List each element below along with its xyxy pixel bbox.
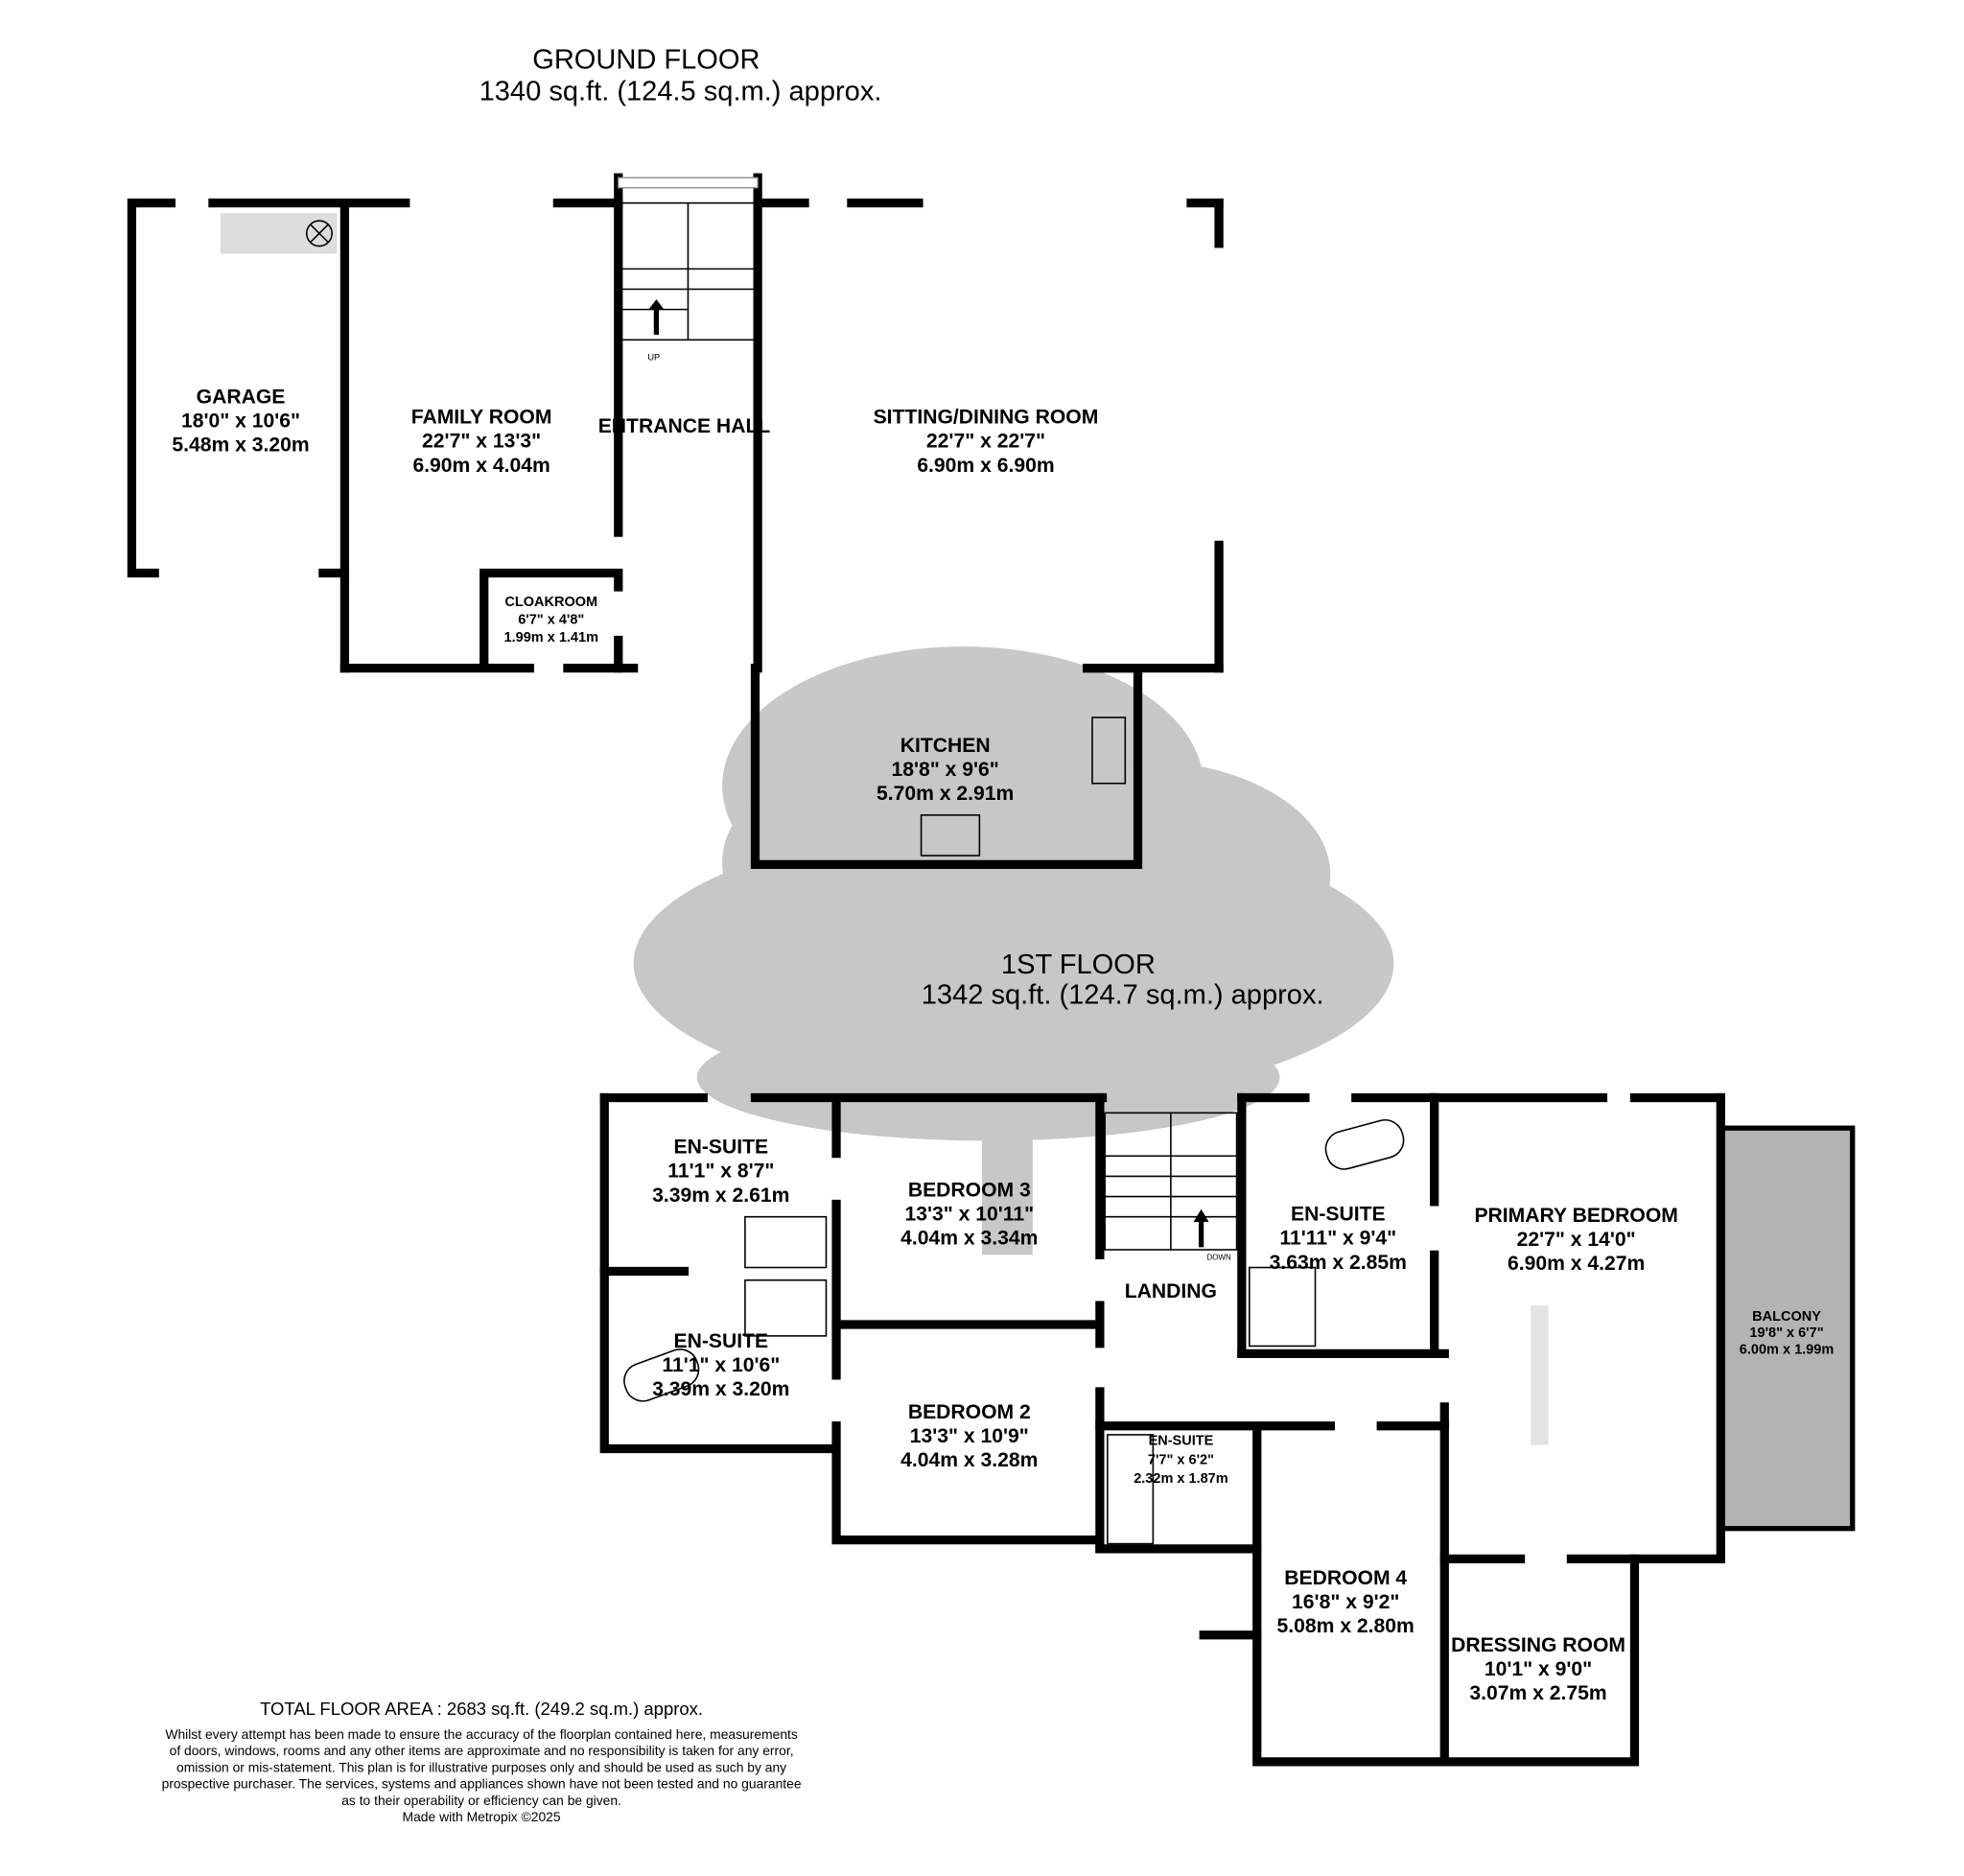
ensuite-4-imperial: 7'7" x 6'2" xyxy=(1148,1452,1214,1467)
bedroom-3-imperial: 13'3" x 10'11" xyxy=(904,1204,1034,1226)
disclaimer-line: prospective purchaser. The services, sys… xyxy=(162,1776,802,1792)
ensuite-1-name: EN-SUITE xyxy=(674,1137,769,1159)
first-floor-title: 1ST FLOOR xyxy=(1001,950,1156,980)
disclaimer-line: omission or mis-statement. This plan is … xyxy=(176,1759,786,1774)
ensuite-4-name: EN-SUITE xyxy=(1149,1434,1214,1449)
cloakroom-imperial: 6'7" x 4'8" xyxy=(518,612,584,627)
boiler-icon xyxy=(305,220,333,247)
ensuite-3-metric: 3.63m x 2.85m xyxy=(1270,1252,1407,1274)
family-room-name: FAMILY ROOM xyxy=(411,407,552,429)
first-floor-walls xyxy=(599,1092,1725,1767)
balcony-imperial: 19'8" x 6'7" xyxy=(1749,1325,1823,1341)
ensuite-1-metric: 3.39m x 2.61m xyxy=(652,1184,789,1207)
kitchen-name: KITCHEN xyxy=(900,735,991,757)
ensuite-2-metric: 3.39m x 3.20m xyxy=(652,1378,789,1400)
bedroom-2-name: BEDROOM 2 xyxy=(908,1401,1031,1423)
first-stairs: DOWN xyxy=(1104,1112,1238,1262)
bath-icon xyxy=(1324,1118,1405,1170)
ensuite-3-name: EN-SUITE xyxy=(1291,1204,1386,1226)
entrance-hall-name: ENTRANCE HALL xyxy=(598,415,771,437)
shower-icon xyxy=(744,1215,828,1269)
ground-floor-area: 1340 sq.ft. (124.5 sq.m.) approx. xyxy=(479,77,882,107)
ensuite-2-name: EN-SUITE xyxy=(674,1330,769,1352)
garage-name: GARAGE xyxy=(197,386,286,408)
sitting-dining-name: SITTING/DINING ROOM xyxy=(874,407,1099,429)
ground-stairs: UP xyxy=(620,201,757,362)
bedroom-4-imperial: 16'8" x 9'2" xyxy=(1292,1591,1399,1613)
bedroom-4-metric: 5.08m x 2.80m xyxy=(1277,1615,1415,1637)
dressing-room-name: DRESSING ROOM xyxy=(1451,1634,1625,1656)
hob-icon xyxy=(920,814,981,856)
dressing-room-metric: 3.07m x 2.75m xyxy=(1469,1682,1606,1704)
landing-name: LANDING xyxy=(1125,1280,1217,1302)
bath-icon xyxy=(623,1348,700,1402)
room-labels: GARAGE 18'0" x 10'6" 5.48m x 3.20m FAMIL… xyxy=(172,386,1834,1704)
disclaimer-line: as to their operability or efficiency ca… xyxy=(341,1793,621,1808)
disclaimer-line: Whilst every attempt has been made to en… xyxy=(165,1726,798,1742)
up-arrow-icon xyxy=(1193,1208,1209,1248)
disclaimer-line: of doors, windows, rooms and any other i… xyxy=(170,1743,794,1758)
garage-shelf xyxy=(220,213,338,254)
primary-bedroom-name: PRIMARY BEDROOM xyxy=(1474,1205,1677,1227)
made-with-credit: Made with Metropix ©2025 xyxy=(403,1809,561,1824)
sitting-dining-imperial: 22'7" x 22'7" xyxy=(926,431,1045,453)
ensuite-1-imperial: 11'1" x 8'7" xyxy=(667,1161,774,1183)
shower-icon xyxy=(1248,1266,1317,1348)
first-floor-area: 1342 sq.ft. (124.7 sq.m.) approx. xyxy=(922,980,1324,1011)
garage-metric: 5.48m x 3.20m xyxy=(172,434,309,457)
bedroom-2-imperial: 13'3" x 10'9" xyxy=(910,1425,1029,1447)
cloakroom-name: CLOAKROOM xyxy=(504,595,597,610)
kitchen-imperial: 18'8" x 9'6" xyxy=(892,759,999,781)
family-room-metric: 6.90m x 4.04m xyxy=(412,455,549,477)
sink-icon xyxy=(1091,716,1127,785)
tree-watermark xyxy=(633,646,1394,1255)
shower-icon xyxy=(744,1278,828,1337)
kitchen-metric: 5.70m x 2.91m xyxy=(877,783,1014,805)
balcony-name: BALCONY xyxy=(1752,1309,1821,1325)
ensuite-3-imperial: 11'11" x 9'4" xyxy=(1279,1228,1396,1250)
bath-icon xyxy=(1107,1434,1155,1545)
bedroom-4-name: BEDROOM 4 xyxy=(1284,1567,1407,1589)
bedroom-3-name: BEDROOM 3 xyxy=(908,1180,1031,1202)
sitting-dining-metric: 6.90m x 6.90m xyxy=(917,455,1054,477)
ground-floor-walls xyxy=(127,173,1224,869)
cloakroom-metric: 1.99m x 1.41m xyxy=(504,630,598,645)
family-room-imperial: 22'7" x 13'3" xyxy=(422,431,541,453)
total-floor-area: TOTAL FLOOR AREA : 2683 sq.ft. (249.2 sq… xyxy=(260,1699,703,1719)
ground-floor-title: GROUND FLOOR xyxy=(532,45,760,76)
ensuite-2-imperial: 11'1" x 10'6" xyxy=(662,1354,780,1376)
up-arrow-icon xyxy=(648,299,665,336)
stairs-down-label: DOWN xyxy=(1207,1254,1231,1262)
primary-bedroom-imperial: 22'7" x 14'0" xyxy=(1517,1229,1636,1251)
garage-imperial: 18'0" x 10'6" xyxy=(181,410,300,433)
ensuite-4-metric: 2.32m x 1.87m xyxy=(1134,1471,1228,1487)
balcony-metric: 6.00m x 1.99m xyxy=(1740,1342,1834,1357)
primary-bedroom-metric: 6.90m x 4.27m xyxy=(1508,1253,1645,1275)
bedroom-3-metric: 4.04m x 3.34m xyxy=(900,1228,1038,1250)
dressing-room-imperial: 10'1" x 9'0" xyxy=(1485,1658,1592,1680)
stairs-up-label: UP xyxy=(647,352,660,362)
bedroom-2-metric: 4.04m x 3.28m xyxy=(900,1449,1038,1471)
